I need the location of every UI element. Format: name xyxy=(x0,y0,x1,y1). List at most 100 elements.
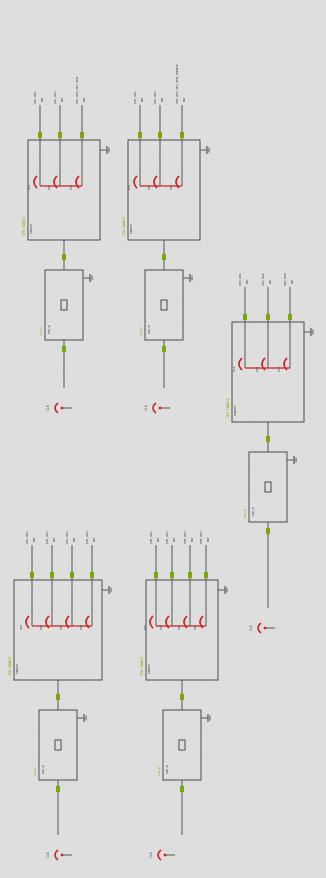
net-label: CP5_D04 xyxy=(199,531,203,544)
net-pin-label: OUT xyxy=(172,537,176,542)
fanout-type-label: FANOUT xyxy=(129,224,133,234)
net-label: CP5_D03 xyxy=(183,531,187,544)
net-marker xyxy=(243,314,247,320)
source-label: CLK xyxy=(249,625,253,631)
crystal-icon xyxy=(54,739,62,751)
buffer-icon xyxy=(153,175,158,189)
buffer-icon xyxy=(85,615,90,629)
net-label: CP3_D01 xyxy=(238,273,242,286)
clock-source-icon xyxy=(157,849,162,861)
clock-source-icon xyxy=(54,849,59,861)
clock-source-icon xyxy=(152,402,157,414)
net-label: CP4_D03 xyxy=(65,531,69,544)
net-pin-label: OUT xyxy=(156,537,160,542)
net-label: CP3_D02 xyxy=(261,273,265,286)
net-pin-label: OUT xyxy=(245,279,249,284)
fanout-box xyxy=(27,139,101,241)
oscillator-type-label: CLK_N xyxy=(147,325,151,334)
buffer-icon xyxy=(75,175,80,189)
feed-marker xyxy=(266,436,270,442)
source-pin xyxy=(60,406,64,410)
net-marker xyxy=(266,314,270,320)
feed-marker xyxy=(56,694,60,700)
net-pin-label: OUT xyxy=(92,537,96,542)
source-marker xyxy=(180,786,184,792)
source-marker xyxy=(162,346,166,352)
clock-source-icon xyxy=(54,402,59,414)
output-pin-label: CP2 xyxy=(47,185,51,190)
feed-marker xyxy=(162,254,166,260)
buffer-icon xyxy=(53,175,58,189)
source-label: CLK xyxy=(46,405,50,411)
buffer-icon xyxy=(149,615,154,629)
net-label: CP5_D01 xyxy=(149,531,153,544)
source-marker xyxy=(266,528,270,534)
output-pin-label: CP3 xyxy=(59,625,63,630)
fanout-ref-label: CP0_FANOUT xyxy=(226,399,230,418)
net-pin-label: OUT xyxy=(82,97,86,102)
buffer-icon xyxy=(199,615,204,629)
fanout-box xyxy=(127,139,201,241)
net-marker xyxy=(70,572,74,578)
buffer-icon xyxy=(261,357,266,371)
crystal-icon xyxy=(60,299,68,311)
buffer-icon xyxy=(175,175,180,189)
net-label: CP2_D01 xyxy=(133,91,137,104)
output-pin-label: CP2 xyxy=(159,625,163,630)
feed-marker xyxy=(62,254,66,260)
net-marker xyxy=(288,314,292,320)
buffer-icon xyxy=(283,357,288,371)
net-marker xyxy=(204,572,208,578)
oscillator-ref-label: CLK_P xyxy=(243,509,247,518)
output-pin-label: CP4 xyxy=(79,625,83,630)
net-label: CP2_D02 xyxy=(153,91,157,104)
buffer-icon xyxy=(25,615,30,629)
fanout-ref-label: CP0_FANOUT xyxy=(122,217,126,236)
net-pin-label: OUT xyxy=(40,97,44,102)
fanout-type-label: FANOUT xyxy=(233,406,237,416)
net-marker xyxy=(58,132,62,138)
fanout-box xyxy=(13,579,103,681)
source-pin xyxy=(263,626,267,630)
buffer-icon xyxy=(65,615,70,629)
net-marker xyxy=(38,132,42,138)
feed-marker xyxy=(180,694,184,700)
net-pin-label: OUT xyxy=(72,537,76,542)
source-pin xyxy=(163,853,167,857)
output-pin-label: CP1 xyxy=(127,185,131,190)
oscillator-ref-label: CLK_P xyxy=(139,327,143,336)
net-pin-label: OUT xyxy=(206,537,210,542)
oscillator-type-label: CLK_N xyxy=(47,325,51,334)
oscillator-ref-label: CLK_P xyxy=(157,767,161,776)
fanout-type-label: FANOUT xyxy=(29,224,33,234)
output-pin-label: CP1 xyxy=(19,625,23,630)
buffer-icon xyxy=(33,175,38,189)
net-pin-label: OUT xyxy=(140,97,144,102)
crystal-icon xyxy=(178,739,186,751)
net-label: CP5_D02 xyxy=(165,531,169,544)
fanout-box xyxy=(145,579,219,681)
net-pin-label: OUT xyxy=(182,97,186,102)
net-pin-label: OUT xyxy=(52,537,56,542)
crystal-icon xyxy=(160,299,168,311)
buffer-icon xyxy=(183,615,188,629)
fanout-type-label: FANOUT xyxy=(15,664,19,674)
fanout-ref-label: CP0_FANOUT xyxy=(8,657,12,676)
output-pin-label: CP3 xyxy=(177,625,181,630)
net-marker xyxy=(138,132,142,138)
output-pin-label: CP1 xyxy=(232,367,236,372)
buffer-icon xyxy=(165,615,170,629)
buffer-icon xyxy=(238,357,243,371)
net-marker xyxy=(180,132,184,138)
output-pin-label: CP3 xyxy=(277,367,281,372)
net-label: CP3_D03 xyxy=(283,273,287,286)
net-marker xyxy=(158,132,162,138)
source-label: CLK xyxy=(149,852,153,858)
oscillator-type-label: CLK_N xyxy=(165,765,169,774)
output-pin-label: CP2 xyxy=(39,625,43,630)
output-pin-label: CP1 xyxy=(27,185,31,190)
net-marker xyxy=(170,572,174,578)
buffer-icon xyxy=(45,615,50,629)
